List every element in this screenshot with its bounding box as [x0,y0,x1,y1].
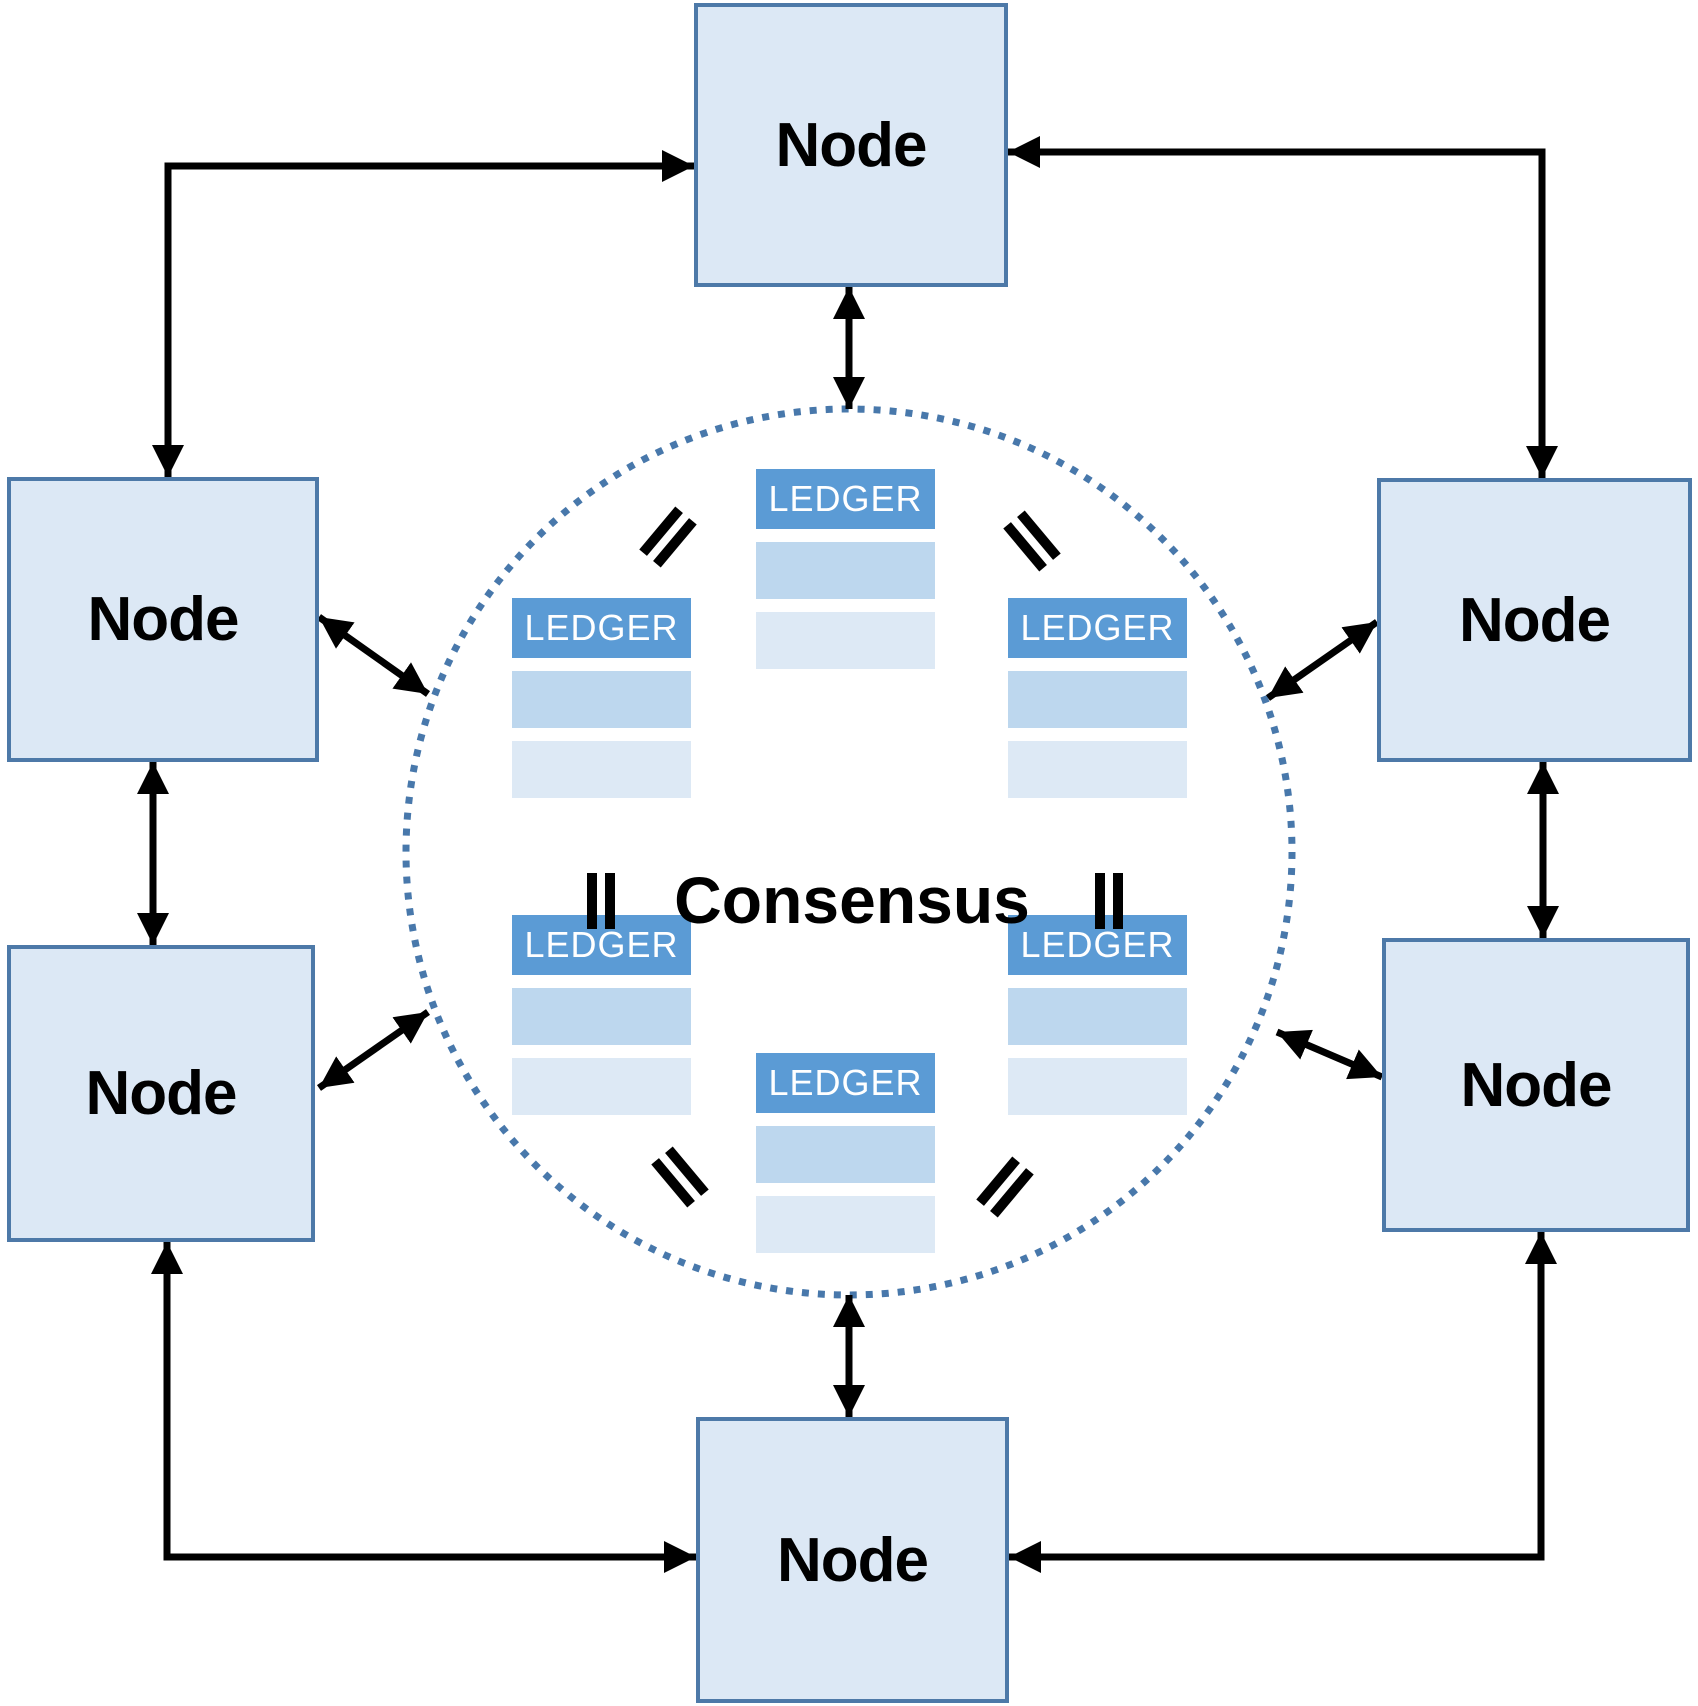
equals-bar [1113,873,1123,929]
ledger-stack-lower-left: LEDGER [512,915,691,1115]
ledger-header: LEDGER [756,469,935,529]
connector-bottom-right-L-arrow [1009,1232,1558,1574]
node-label: Node [85,1059,238,1128]
node-box-right-upper: Node [1377,478,1692,762]
ledger-row [1008,988,1187,1045]
node-label: Node [775,110,928,180]
equals-bar [587,873,597,929]
ledger-header: LEDGER [1008,598,1187,658]
node-box-top: Node [694,3,1008,287]
connector-top-left-L-arrow [151,149,694,477]
equals-bar [605,873,615,929]
equals-bar [1095,873,1105,929]
ledger-row [512,671,691,728]
equals-icon [587,873,615,929]
connector-right-lower-node-to-circle-arrow [1275,1028,1384,1081]
ledger-row [756,542,935,599]
ledger-row [756,612,935,669]
ledger-row [1008,741,1187,798]
ledger-header: LEDGER [756,1053,935,1113]
ledger-row [512,988,691,1045]
node-label: Node [1459,585,1611,655]
node-label: Node [87,585,240,654]
ledger-row [1008,1058,1187,1115]
connector-right-upper-node-to-circle-arrow [1265,619,1380,701]
ledger-header: LEDGER [512,598,691,658]
ledger-row [512,741,691,798]
node-box-bottom: Node [696,1417,1009,1703]
connector-top-right-L-arrow [1008,135,1559,478]
ledger-row [512,1058,691,1115]
ledger-header: LEDGER [512,915,691,975]
ledger-stack-lower-right: LEDGER [1008,915,1187,1115]
node-label: Node [1460,1050,1613,1120]
equals-icon [1095,873,1123,929]
node-label: Node [777,1525,929,1595]
ledger-row [756,1196,935,1253]
ledger-stack-bottom-center: LEDGER [756,1053,935,1253]
ledger-stack-top-center: LEDGER [756,469,935,669]
connector-bottom-left-L-arrow [150,1242,696,1574]
consensus-title: Consensus [674,863,1030,937]
connector-left-upper-node-to-circle-arrow [316,614,431,697]
ledger-stack-upper-right: LEDGER [1008,598,1187,798]
node-box-right-lower: Node [1382,938,1690,1232]
ledger-header: LEDGER [1008,915,1187,975]
ledger-stack-upper-left: LEDGER [512,598,691,798]
consensus-circle-border [402,405,1296,1299]
connector-left-lower-node-to-circle-arrow [316,1009,431,1091]
node-box-left-upper: Node [7,477,319,762]
ledger-row [1008,671,1187,728]
node-box-left-lower: Node [7,945,315,1242]
ledger-row [756,1126,935,1183]
